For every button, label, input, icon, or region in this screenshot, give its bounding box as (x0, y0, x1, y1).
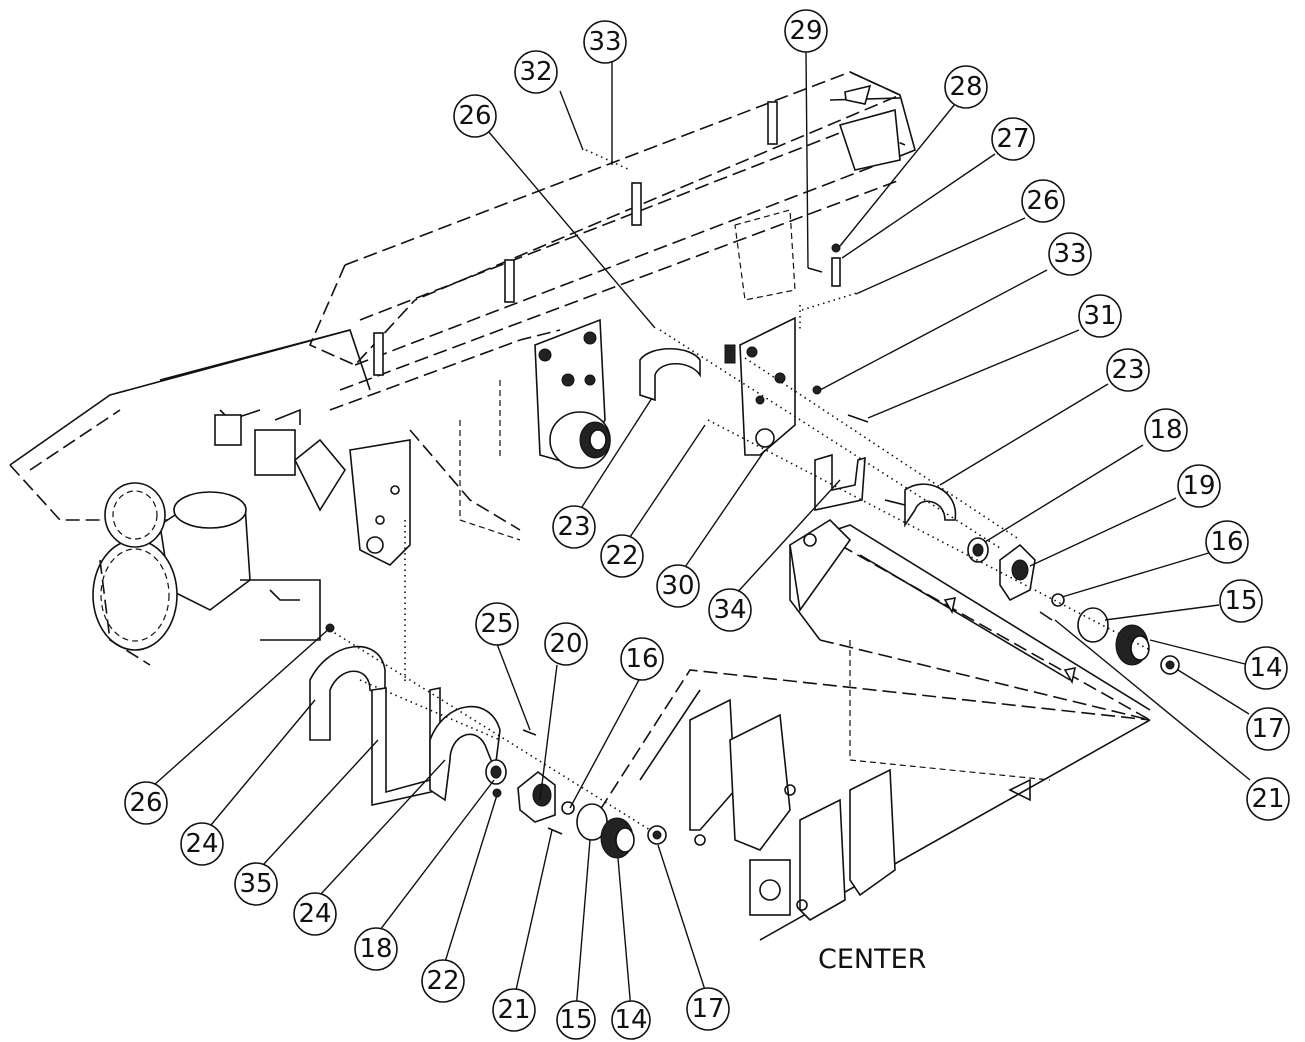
svg-text:29: 29 (789, 16, 822, 46)
svg-text:33: 33 (1053, 239, 1086, 269)
svg-text:22: 22 (426, 966, 459, 996)
svg-text:18: 18 (1149, 415, 1182, 445)
callout-14: 14 (1244, 646, 1288, 690)
svg-text:21: 21 (1251, 784, 1284, 814)
callout-24: 24 (180, 822, 224, 866)
callout-27: 27 (991, 117, 1035, 161)
center-frame (599, 669, 1151, 941)
svg-text:15: 15 (559, 1005, 592, 1035)
svg-text:17: 17 (691, 994, 724, 1024)
svg-text:31: 31 (1083, 301, 1116, 331)
callout-24: 24 (293, 892, 337, 936)
callout-33: 33 (1048, 232, 1092, 276)
callout-17: 17 (1246, 707, 1290, 751)
svg-text:22: 22 (605, 541, 638, 571)
center-label: CENTER (818, 944, 926, 975)
callout-18: 18 (354, 927, 398, 971)
svg-text:15: 15 (1224, 586, 1257, 616)
callout-28: 28 (944, 65, 988, 109)
callout-21: 21 (492, 988, 536, 1032)
callout-25: 25 (475, 602, 519, 646)
left-gearbox-assembly (9, 329, 521, 666)
right-upper-bracket (724, 209, 796, 456)
callout-19: 19 (1177, 464, 1221, 508)
svg-text:25: 25 (480, 609, 513, 639)
svg-text:21: 21 (497, 995, 530, 1025)
svg-text:26: 26 (1026, 186, 1059, 216)
svg-text:28: 28 (949, 72, 982, 102)
callout-32: 32 (514, 50, 558, 94)
svg-text:27: 27 (996, 124, 1029, 154)
svg-text:23: 23 (1111, 355, 1144, 385)
callout-21: 21 (1246, 777, 1290, 821)
callout-23: 23 (1106, 348, 1150, 392)
callout-31: 31 (1078, 294, 1122, 338)
right-exploded-parts (639, 243, 1180, 675)
svg-text:26: 26 (129, 788, 162, 818)
explosion-lines (329, 149, 1151, 831)
callout-17: 17 (686, 987, 730, 1031)
svg-text:32: 32 (519, 57, 552, 87)
svg-text:34: 34 (713, 595, 746, 625)
callout-20: 20 (544, 622, 588, 666)
callout-26: 26 (1021, 179, 1065, 223)
svg-text:14: 14 (614, 1005, 647, 1035)
callout-22: 22 (421, 959, 465, 1003)
left-support-plate (534, 318, 611, 469)
svg-text:14: 14 (1249, 653, 1282, 683)
main-frame-beam (308, 71, 916, 411)
svg-text:19: 19 (1182, 471, 1215, 501)
svg-text:33: 33 (588, 27, 621, 57)
svg-text:18: 18 (359, 934, 392, 964)
callout-22: 22 (600, 534, 644, 578)
svg-text:26: 26 (458, 101, 491, 131)
svg-text:16: 16 (625, 644, 658, 674)
svg-text:16: 16 (1210, 527, 1243, 557)
callout-33: 33 (583, 20, 627, 64)
svg-text:24: 24 (298, 899, 331, 929)
callout-16: 16 (1205, 520, 1249, 564)
callout-34: 34 (708, 588, 752, 632)
callout-16: 16 (620, 637, 664, 681)
callout-15: 15 (1219, 579, 1263, 623)
svg-text:23: 23 (557, 512, 590, 542)
svg-text:35: 35 (239, 869, 272, 899)
left-exploded-parts (309, 623, 667, 859)
callout-26: 26 (124, 781, 168, 825)
callout-26: 26 (453, 94, 497, 138)
svg-text:17: 17 (1251, 714, 1284, 744)
callout-18: 18 (1144, 408, 1188, 452)
svg-text:20: 20 (549, 629, 582, 659)
svg-text:24: 24 (185, 829, 218, 859)
callouts: 32 33 29 28 27 26 26 33 31 23 18 19 16 1… (124, 9, 1290, 1040)
callout-15: 15 (556, 1000, 596, 1040)
callout-35: 35 (234, 862, 278, 906)
leader-lines (153, 51, 1251, 1011)
callout-29: 29 (784, 9, 828, 53)
callout-23: 23 (552, 505, 596, 549)
svg-text:30: 30 (661, 571, 694, 601)
callout-30: 30 (656, 564, 700, 608)
right-lower-trough (789, 518, 1151, 802)
callout-14: 14 (611, 1000, 651, 1040)
